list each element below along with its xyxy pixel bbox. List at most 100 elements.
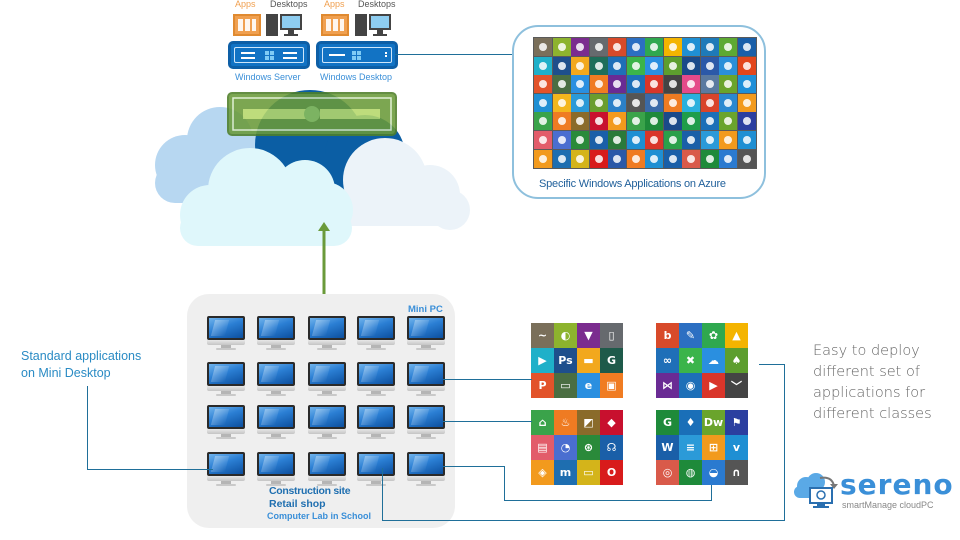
app-tile-icon bbox=[626, 93, 645, 112]
deploy-note-line2: different set of bbox=[813, 364, 920, 380]
app-tile-icon bbox=[719, 112, 737, 131]
deploy-note-line3: applications for bbox=[813, 385, 926, 401]
app-tile-icon bbox=[719, 75, 737, 94]
app-tile-icon bbox=[608, 149, 626, 168]
app-tile-icon bbox=[571, 149, 589, 168]
app-tile-icon bbox=[589, 75, 608, 94]
app-tile-icon: ⋈ bbox=[656, 373, 679, 398]
app-tile-icon: ⌂ bbox=[531, 410, 554, 435]
connector-row3-to-group-bl bbox=[443, 421, 532, 422]
app-tile-icon: ⚑ bbox=[725, 410, 748, 435]
app-tile-icon: ✿ bbox=[702, 323, 725, 348]
app-tile-icon: ◐ bbox=[554, 323, 577, 348]
app-tile-icon: ☁ bbox=[702, 348, 725, 373]
app-tile-icon bbox=[719, 93, 737, 112]
app-tile-icon bbox=[571, 93, 589, 112]
location-construction: Construction site bbox=[269, 485, 351, 497]
connector-row2-to-group-tl bbox=[443, 379, 532, 380]
app-tile-icon bbox=[645, 56, 663, 75]
cloud-front bbox=[180, 148, 353, 246]
connector-server-to-azure bbox=[395, 54, 513, 55]
app-tile-icon bbox=[737, 131, 756, 150]
app-tile-icon: Dw bbox=[702, 410, 725, 435]
location-retail: Retail shop bbox=[269, 498, 326, 510]
app-tile-icon bbox=[737, 149, 756, 168]
mini-pc-monitor-icon bbox=[407, 362, 445, 396]
app-tile-icon bbox=[608, 75, 626, 94]
app-tile-icon bbox=[700, 93, 719, 112]
app-tile-icon bbox=[534, 56, 552, 75]
app-tile-icon bbox=[682, 38, 700, 57]
app-tile-icon: ◎ bbox=[656, 460, 679, 485]
app-tile-icon bbox=[589, 38, 608, 57]
app-tile-icon bbox=[700, 112, 719, 131]
app-tile-icon: ◍ bbox=[679, 460, 702, 485]
apps-label: Apps bbox=[235, 0, 256, 9]
connector-lab-v bbox=[382, 468, 383, 521]
app-tile-icon bbox=[608, 56, 626, 75]
app-tile-icon bbox=[626, 112, 645, 131]
connector-row4-h1 bbox=[443, 466, 504, 467]
app-tile-icon: ▭ bbox=[554, 373, 577, 398]
app-tile-icon bbox=[737, 93, 756, 112]
windows-server-block bbox=[228, 41, 310, 69]
app-tile-icon: ≡ bbox=[679, 435, 702, 460]
app-tile-icon bbox=[719, 38, 737, 57]
app-tile-icon: ﹀ bbox=[725, 373, 748, 398]
deploy-note-line4: different classes bbox=[813, 406, 932, 422]
app-tile-icon: ~ bbox=[531, 323, 554, 348]
app-tile-icon bbox=[737, 75, 756, 94]
cloud-right bbox=[335, 138, 470, 230]
app-tile-icon: ▣ bbox=[600, 373, 623, 398]
mini-pc-monitor-icon bbox=[257, 405, 295, 439]
connector-row4-up bbox=[711, 485, 712, 501]
app-tile-icon: ▯ bbox=[600, 323, 623, 348]
app-tile-icon: ∩ bbox=[725, 460, 748, 485]
app-tile-icon bbox=[534, 75, 552, 94]
app-tile-icon bbox=[608, 112, 626, 131]
app-tile-icon bbox=[552, 56, 571, 75]
app-tile-icon: ▲ bbox=[725, 323, 748, 348]
windows-logo-icon bbox=[265, 51, 274, 60]
desktops-label: Desktops bbox=[270, 0, 308, 9]
app-tile-icon: ♦ bbox=[679, 410, 702, 435]
app-tile-icon bbox=[626, 149, 645, 168]
mini-pc-monitor-icon bbox=[257, 362, 295, 396]
mini-pc-monitor-icon bbox=[407, 452, 445, 486]
app-tile-icon: O bbox=[600, 460, 623, 485]
app-tile-icon bbox=[552, 38, 571, 57]
app-tile-icon: m bbox=[554, 460, 577, 485]
app-tile-icon bbox=[608, 93, 626, 112]
app-tile-icon bbox=[589, 112, 608, 131]
location-computer-lab: Computer Lab in School bbox=[267, 511, 372, 521]
app-tile-icon bbox=[552, 149, 571, 168]
mini-pc-monitor-icon bbox=[357, 452, 395, 486]
logo-tagline: smartManage cloudPC bbox=[842, 500, 934, 510]
windows-desktop-label: Windows Desktop bbox=[320, 72, 393, 82]
app-tile-icon bbox=[737, 56, 756, 75]
deploy-note: Easy to deploy different set of applicat… bbox=[813, 341, 932, 425]
app-tile-icon bbox=[571, 131, 589, 150]
app-tile-icon bbox=[626, 56, 645, 75]
app-tile-icon bbox=[534, 38, 552, 57]
mini-pc-monitor-icon bbox=[207, 452, 245, 486]
app-tile-icon bbox=[589, 131, 608, 150]
app-tile-icon: ♠ bbox=[725, 348, 748, 373]
apps-grid-icon bbox=[233, 14, 261, 36]
app-tile-icon bbox=[645, 93, 663, 112]
connector-right-v bbox=[784, 364, 785, 521]
app-tile-icon bbox=[534, 93, 552, 112]
app-tile-icon bbox=[571, 56, 589, 75]
mini-pc-monitor-icon bbox=[257, 316, 295, 350]
group-bottom-left: ⌂♨◩◆▤◔⊛☊◈m▭O bbox=[531, 410, 623, 485]
app-tile-icon: Ps bbox=[554, 348, 577, 373]
app-tile-icon bbox=[663, 93, 682, 112]
app-tile-icon bbox=[737, 112, 756, 131]
app-tile-icon: ⊞ bbox=[702, 435, 725, 460]
cloud-pc-logo-icon bbox=[794, 473, 838, 508]
app-tile-icon bbox=[682, 149, 700, 168]
windows-desktop-block bbox=[316, 41, 398, 69]
connector-lab-h bbox=[382, 520, 785, 521]
sereno-logo: sereno smartManage cloudPC bbox=[792, 468, 953, 512]
